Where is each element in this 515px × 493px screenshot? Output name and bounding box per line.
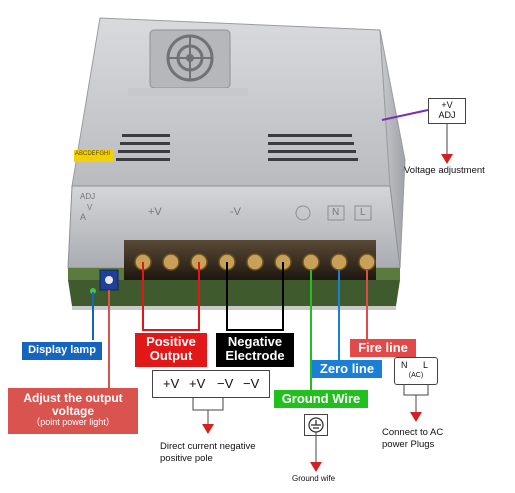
negative-electrode-label: Negative Electrode	[216, 333, 294, 367]
positive-output-line2: Output	[149, 347, 193, 363]
dc-caption-line1: Direct current negative	[160, 441, 256, 452]
adj-box: +V ADJ	[428, 98, 466, 124]
negative-electrode-line2: Electrode	[225, 347, 285, 363]
arrow-ac	[410, 412, 422, 422]
vent-slots-right	[268, 134, 358, 161]
front-adj-v: V	[87, 203, 93, 212]
adjust-output-line3: （point power light）	[31, 417, 115, 428]
adj-connector-line	[381, 109, 429, 121]
ground-wire-label: Ground Wire	[274, 390, 368, 408]
red-arrows	[202, 154, 453, 472]
fire-line-label: Fire line	[350, 339, 416, 357]
ac-box-center: (AC)	[408, 372, 424, 379]
terminal-screws	[134, 253, 376, 271]
adjust-output-line1: Adjust the output	[23, 391, 123, 405]
fan-grill	[149, 29, 231, 89]
vent-slots-left	[116, 134, 170, 161]
positive-output-label: Positive Output	[135, 333, 207, 367]
dc-terminal-box: +V +V −V −V	[152, 370, 270, 398]
front-negative: -V	[230, 206, 241, 218]
display-lamp-label: Display lamp	[22, 342, 102, 360]
line-positive	[142, 262, 200, 331]
ac-box-left: N	[401, 360, 408, 370]
dc-terminal-2: −V	[217, 376, 234, 391]
ac-caption-line1: Connect to AC	[382, 427, 444, 438]
dc-caption-line2: positive pole	[160, 453, 213, 464]
adj-box-bottom: ADJ	[438, 110, 456, 120]
ac-caption-line2: power Plugs	[382, 439, 435, 450]
negative-electrode-line1: Negative	[227, 334, 283, 349]
ground-symbol-icon	[308, 417, 324, 433]
ac-bracket	[403, 385, 429, 396]
adjust-output-label: Adjust the output voltage （point power l…	[8, 388, 138, 434]
pcb-code: ABCDEFGHI	[75, 151, 111, 157]
arrow-ground	[310, 462, 322, 472]
arrow-adj	[441, 154, 453, 164]
front-positive: +V	[148, 206, 162, 218]
arrow-dc	[202, 424, 214, 434]
ac-box: N L (AC)	[394, 357, 438, 385]
ground-caption: Ground wife	[292, 474, 336, 483]
front-embossed	[295, 205, 372, 221]
zero-line-label: Zero line	[312, 360, 382, 378]
pcb-shadow	[72, 306, 396, 310]
pcb-edge	[68, 280, 400, 306]
front-n: N	[332, 207, 340, 218]
dc-bracket	[192, 398, 224, 411]
ac-box-right: L	[423, 360, 429, 370]
ground-box	[304, 414, 328, 436]
display-led	[90, 288, 96, 294]
front-l: L	[360, 207, 366, 218]
positive-output-line1: Positive	[146, 334, 196, 349]
line-negative	[226, 262, 284, 331]
yellow-sticker	[74, 150, 114, 162]
dc-terminal-3: −V	[243, 376, 260, 391]
adjust-output-line2: voltage	[51, 403, 94, 418]
adj-caption: Voltage adjustment	[404, 165, 485, 176]
dc-terminal-1: +V	[189, 376, 206, 391]
adj-box-top: +V	[441, 100, 453, 110]
dc-terminal-0: +V	[163, 376, 180, 391]
front-adj-label: ADJ	[80, 192, 96, 201]
front-adj-a: A	[80, 212, 87, 222]
